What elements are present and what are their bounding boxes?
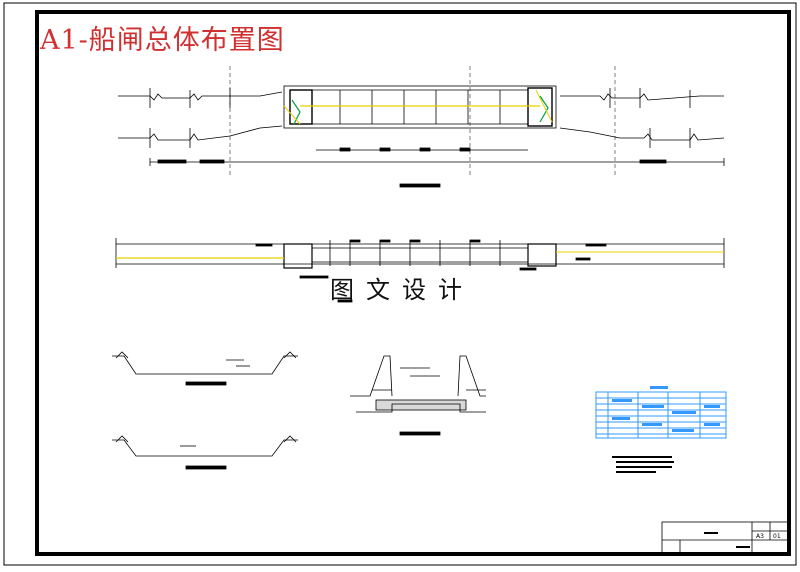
drawing-title: A1-船闸总体布置图: [40, 25, 285, 56]
upstream-gate: [291, 99, 301, 125]
cross-section-2: [112, 435, 298, 470]
title-block-sheet-size: A3: [756, 533, 764, 540]
title-block: [661, 521, 789, 554]
notes-block: [612, 456, 674, 473]
outer-border: [3, 2, 797, 566]
watermark-text: 图文设计: [330, 276, 474, 304]
title-block-sheet-number: 01: [773, 533, 781, 540]
cross-section-1: [112, 351, 298, 386]
longitudinal-section: [115, 238, 725, 303]
plan-yellow-diag-2: [535, 89, 553, 123]
lock-cross-section: [350, 355, 486, 436]
plan-yellow-diag-1: [283, 105, 301, 125]
downstream-gate: [539, 95, 549, 123]
inner-frame: [35, 10, 791, 556]
data-table: [595, 386, 727, 439]
plan-view: [118, 66, 725, 188]
